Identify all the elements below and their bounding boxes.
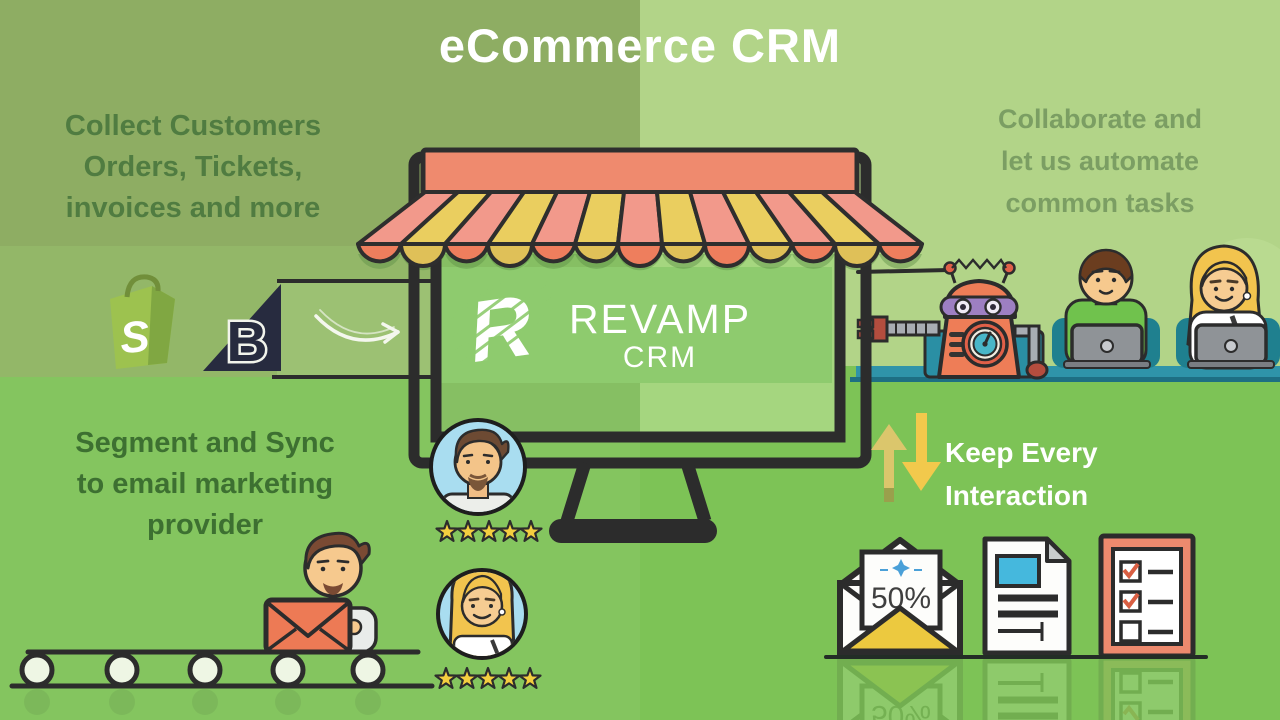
caption-line: Interaction <box>945 480 1089 511</box>
antenna-ball <box>1002 261 1016 275</box>
team-scene <box>850 244 1280 382</box>
checklist-icon <box>1098 533 1196 659</box>
down-arrow-icon <box>902 413 941 491</box>
customer-avatar-male <box>429 418 527 516</box>
bigcommerce-initial: B <box>226 310 267 374</box>
beard <box>323 583 343 595</box>
caption-keep-every-interaction: Keep Every Interaction <box>945 431 1185 517</box>
monitor-stand <box>560 461 712 523</box>
monitor-base <box>549 519 717 543</box>
caption-line: invoices and more <box>65 192 321 224</box>
check-icon <box>1122 562 1140 580</box>
caption-line: to email marketing <box>76 468 334 500</box>
interaction-icons: 50% <box>837 533 1196 659</box>
conveyor-belt-icon <box>9 649 435 715</box>
robot-plug <box>870 315 889 343</box>
shopify-initial: S <box>118 312 152 363</box>
caption-line: common tasks <box>1005 188 1195 218</box>
document-icon <box>982 536 1072 656</box>
caption-line: Keep Every <box>945 437 1098 468</box>
laptop-icon <box>1063 323 1151 369</box>
conveyor-scene <box>9 531 435 715</box>
spark-icon <box>892 559 910 577</box>
sketch-r-icon: R <box>449 260 557 381</box>
page-title: eCommerce CRM <box>438 19 842 72</box>
antenna-ball <box>943 261 957 275</box>
caption-line: provider <box>146 509 264 541</box>
roller-reflections <box>24 689 381 715</box>
robot-icon <box>856 257 1049 380</box>
caption-line: Orders, Tickets, <box>83 151 303 183</box>
check-icon <box>1122 592 1140 610</box>
antenna-zigzag <box>951 257 1008 270</box>
revamp-logo-panel <box>437 267 832 383</box>
caption-line: Collaborate and <box>997 104 1203 134</box>
storefront-awning <box>356 147 924 268</box>
robot-wire <box>856 268 951 274</box>
customer-avatar-female <box>436 568 528 660</box>
envelope-icon <box>263 597 353 655</box>
team-member-female <box>1176 244 1280 370</box>
caption-line: let us automate <box>1000 146 1200 176</box>
caption-line: Segment and Sync <box>75 427 335 459</box>
discount-envelope-icon: 50% <box>837 537 963 656</box>
caption-collect-customers: Collect Customers Orders, Tickets, invoi… <box>28 106 358 229</box>
sketch-arrow-icon <box>314 309 400 344</box>
caption-segment-sync: Segment and Sync to email marketing prov… <box>30 423 380 546</box>
robot-arm <box>882 320 941 337</box>
laptop-icon <box>1187 323 1275 369</box>
up-arrow-icon <box>871 424 907 502</box>
robot-foot <box>1025 360 1049 380</box>
brand-suffix: CRM <box>622 341 698 374</box>
caption-collaborate-automate: Collaborate and let us automate common t… <box>955 98 1245 224</box>
brand-name: REVAMP <box>568 296 752 342</box>
bigcommerce-triangle-icon: B <box>203 284 281 377</box>
shopify-bag-icon: S <box>110 274 175 369</box>
earring <box>1242 291 1252 301</box>
hair <box>304 531 371 570</box>
brand-wordmark: REVAMP CRM <box>540 297 780 375</box>
icons-reflection <box>840 658 1193 720</box>
team-member-male <box>1052 248 1160 369</box>
sync-arrows <box>871 413 941 502</box>
caption-line: Collect Customers <box>64 110 322 142</box>
